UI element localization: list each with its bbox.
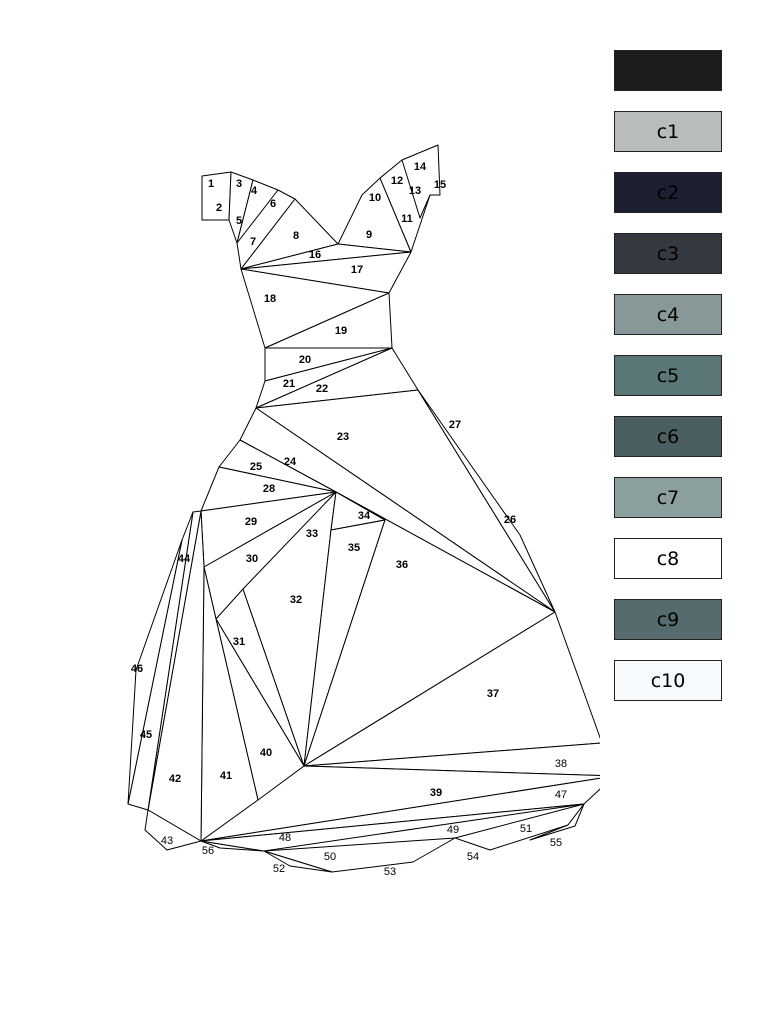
region-number-50: 50 bbox=[324, 851, 336, 863]
region-shape[interactable] bbox=[144, 809, 202, 851]
color-swatch-c4[interactable]: c4 bbox=[614, 294, 722, 335]
color-swatch-c5[interactable]: c5 bbox=[614, 355, 722, 396]
color-swatch-c1[interactable]: c1 bbox=[614, 111, 722, 152]
region-number-49: 49 bbox=[447, 824, 459, 836]
region-number-13: 13 bbox=[409, 185, 421, 197]
region-number-55: 55 bbox=[550, 837, 562, 849]
color-swatch-c6[interactable]: c6 bbox=[614, 416, 722, 457]
region-shape[interactable] bbox=[529, 803, 585, 841]
region-number-43: 43 bbox=[161, 835, 173, 847]
swatch-label: c9 bbox=[656, 608, 680, 631]
swatch-label: c2 bbox=[656, 181, 680, 204]
region-number-6: 6 bbox=[270, 198, 276, 210]
color-swatch-base[interactable] bbox=[614, 50, 722, 91]
region-shape[interactable] bbox=[417, 389, 556, 613]
region-number-27: 27 bbox=[449, 419, 461, 431]
region-number-3: 3 bbox=[236, 178, 242, 190]
region-number-1: 1 bbox=[208, 178, 214, 190]
region-number-9: 9 bbox=[366, 229, 372, 241]
color-palette: c1 c2 c3 c4 c5 c6 c7 c8 c9 c10 bbox=[614, 50, 722, 721]
swatch-label: c7 bbox=[656, 486, 680, 509]
swatch-label: c1 bbox=[656, 120, 680, 143]
region-number-46: 46 bbox=[131, 663, 143, 675]
region-number-19: 19 bbox=[335, 325, 347, 337]
region-number-44: 44 bbox=[178, 553, 191, 565]
region-number-2: 2 bbox=[216, 202, 222, 214]
region-number-15: 15 bbox=[434, 179, 446, 191]
region-number-5: 5 bbox=[236, 215, 242, 227]
region-number-20: 20 bbox=[299, 354, 311, 366]
region-number-14: 14 bbox=[414, 161, 427, 173]
region-number-26: 26 bbox=[504, 514, 516, 526]
region-number-47: 47 bbox=[555, 789, 567, 801]
region-number-41: 41 bbox=[220, 770, 232, 782]
region-number-42: 42 bbox=[169, 773, 181, 785]
region-number-32: 32 bbox=[290, 594, 302, 606]
region-number-8: 8 bbox=[293, 230, 299, 242]
color-swatch-c9[interactable]: c9 bbox=[614, 599, 722, 640]
region-number-56: 56 bbox=[202, 845, 214, 857]
region-number-25: 25 bbox=[250, 461, 262, 473]
region-number-16: 16 bbox=[309, 249, 321, 261]
region-number-36: 36 bbox=[396, 559, 408, 571]
region-number-39: 39 bbox=[430, 787, 442, 799]
color-swatch-c10[interactable]: c10 bbox=[614, 660, 722, 701]
swatch-label: c6 bbox=[656, 425, 680, 448]
region-shape[interactable] bbox=[401, 144, 441, 219]
region-number-37: 37 bbox=[487, 688, 499, 700]
region-number-33: 33 bbox=[306, 528, 318, 540]
region-number-4: 4 bbox=[251, 185, 258, 197]
region-shape[interactable] bbox=[127, 539, 183, 805]
region-number-7: 7 bbox=[250, 236, 256, 248]
region-number-34: 34 bbox=[358, 510, 371, 522]
region-number-23: 23 bbox=[337, 431, 349, 443]
region-number-38: 38 bbox=[555, 758, 567, 770]
region-number-48: 48 bbox=[279, 832, 291, 844]
region-number-28: 28 bbox=[263, 483, 275, 495]
swatch-label: c3 bbox=[656, 242, 680, 265]
region-number-10: 10 bbox=[369, 192, 381, 204]
region-number-21: 21 bbox=[283, 378, 295, 390]
region-number-51: 51 bbox=[520, 823, 532, 835]
color-swatch-c7[interactable]: c7 bbox=[614, 477, 722, 518]
region-number-12: 12 bbox=[391, 175, 403, 187]
swatch-label: c5 bbox=[656, 364, 680, 387]
swatch-label: c10 bbox=[650, 669, 686, 692]
region-number-30: 30 bbox=[246, 553, 258, 565]
region-number-53: 53 bbox=[384, 866, 396, 878]
region-number-31: 31 bbox=[233, 636, 245, 648]
region-number-18: 18 bbox=[264, 293, 276, 305]
region-number-35: 35 bbox=[348, 542, 360, 554]
dress-regions bbox=[127, 144, 600, 873]
region-number-40: 40 bbox=[260, 747, 272, 759]
color-swatch-c3[interactable]: c3 bbox=[614, 233, 722, 274]
region-shape[interactable] bbox=[200, 803, 585, 852]
region-number-17: 17 bbox=[351, 264, 363, 276]
swatch-label: c8 bbox=[656, 547, 680, 570]
region-number-11: 11 bbox=[401, 213, 413, 225]
swatch-label: c4 bbox=[656, 303, 680, 326]
color-swatch-c8[interactable]: c8 bbox=[614, 538, 722, 579]
region-number-22: 22 bbox=[316, 383, 328, 395]
color-swatch-c2[interactable]: c2 bbox=[614, 172, 722, 213]
region-number-54: 54 bbox=[467, 851, 479, 863]
region-shape[interactable] bbox=[263, 850, 333, 873]
region-number-52: 52 bbox=[273, 863, 285, 875]
region-number-29: 29 bbox=[245, 516, 257, 528]
region-number-45: 45 bbox=[140, 729, 152, 741]
region-number-24: 24 bbox=[284, 456, 297, 468]
